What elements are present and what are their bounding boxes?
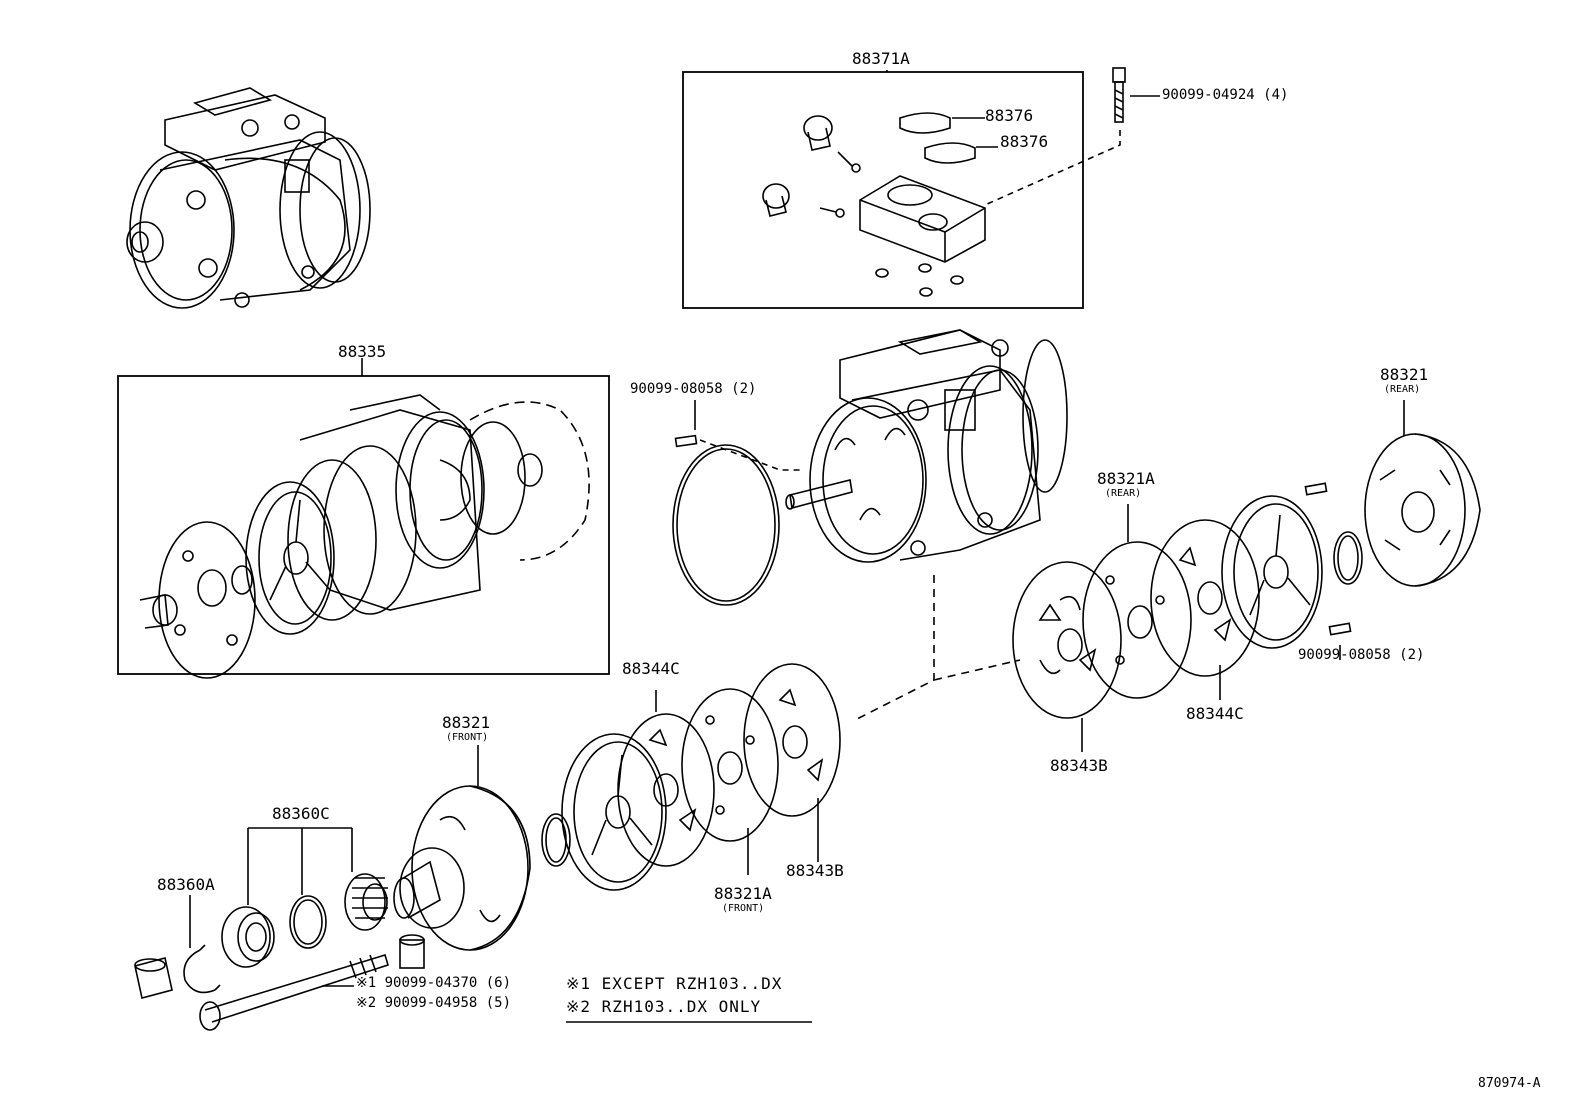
label-88321-rear: 88321: [1380, 365, 1429, 384]
label-88321-rear-sub: (REAR): [1384, 384, 1421, 395]
dash-pin-to-housing: [699, 439, 800, 471]
bracket-88360C: [247, 827, 353, 905]
note-only: ※2 RZH103..DX ONLY: [566, 997, 762, 1016]
label-88360A: 88360A: [157, 875, 215, 894]
label-90099-04370: ※1 90099-04370 (6): [356, 975, 512, 991]
dash-housing-to-rear: [854, 575, 935, 721]
label-88321A-front-sub: (FRONT): [722, 903, 765, 914]
label-88343B-right: 88343B: [1050, 756, 1108, 775]
label-88360C: 88360C: [272, 804, 330, 823]
front-valve-plates-illustration: [541, 663, 841, 891]
label-88321A-front: 88321A: [714, 884, 772, 903]
label-88343B-mid: 88343B: [786, 861, 844, 880]
dash-bolt-to-head: [984, 130, 1121, 206]
label-88321A-rear-sub: (REAR): [1105, 488, 1142, 499]
front-housing-illustration: [393, 785, 531, 969]
box-88371A: [682, 71, 1084, 309]
o-ring-front: [672, 444, 780, 606]
label-88376-a: 88376: [985, 106, 1034, 125]
cylinder-kit-illustration: [139, 394, 590, 679]
label-88344C-mid: 88344C: [622, 659, 680, 678]
label-88344C-right: 88344C: [1186, 704, 1244, 723]
label-90099-04958: ※2 90099-04958 (5): [356, 995, 512, 1011]
label-88321A-rear: 88321A: [1097, 469, 1155, 488]
bolt-90099-04924: [1112, 67, 1126, 123]
pin-top: [674, 434, 698, 448]
shaft-seal-parts-illustration: [134, 873, 389, 1031]
note-except: ※1 EXCEPT RZH103..DX: [566, 974, 783, 993]
label-88321-front-sub: (FRONT): [446, 732, 489, 743]
label-88376-b: 88376: [1000, 132, 1049, 151]
label-90099-04924: 90099-04924 (4): [1162, 87, 1289, 103]
label-90099-08058-top: 90099-08058 (2): [630, 381, 757, 397]
diagram-code: 870974-A: [1478, 1076, 1541, 1091]
compressor-housing-illustration: [785, 329, 1068, 563]
compressor-assembly-illustration: [126, 87, 371, 309]
label-88321-front: 88321: [442, 713, 491, 732]
rear-valve-plates-illustration: [1012, 433, 1481, 719]
label-88371A: 88371A: [852, 49, 910, 68]
box-88335: [117, 375, 610, 675]
valve-head-illustration: [762, 112, 986, 297]
label-88335: 88335: [338, 342, 387, 361]
label-90099-08058-right: 90099-08058 (2): [1298, 647, 1425, 663]
